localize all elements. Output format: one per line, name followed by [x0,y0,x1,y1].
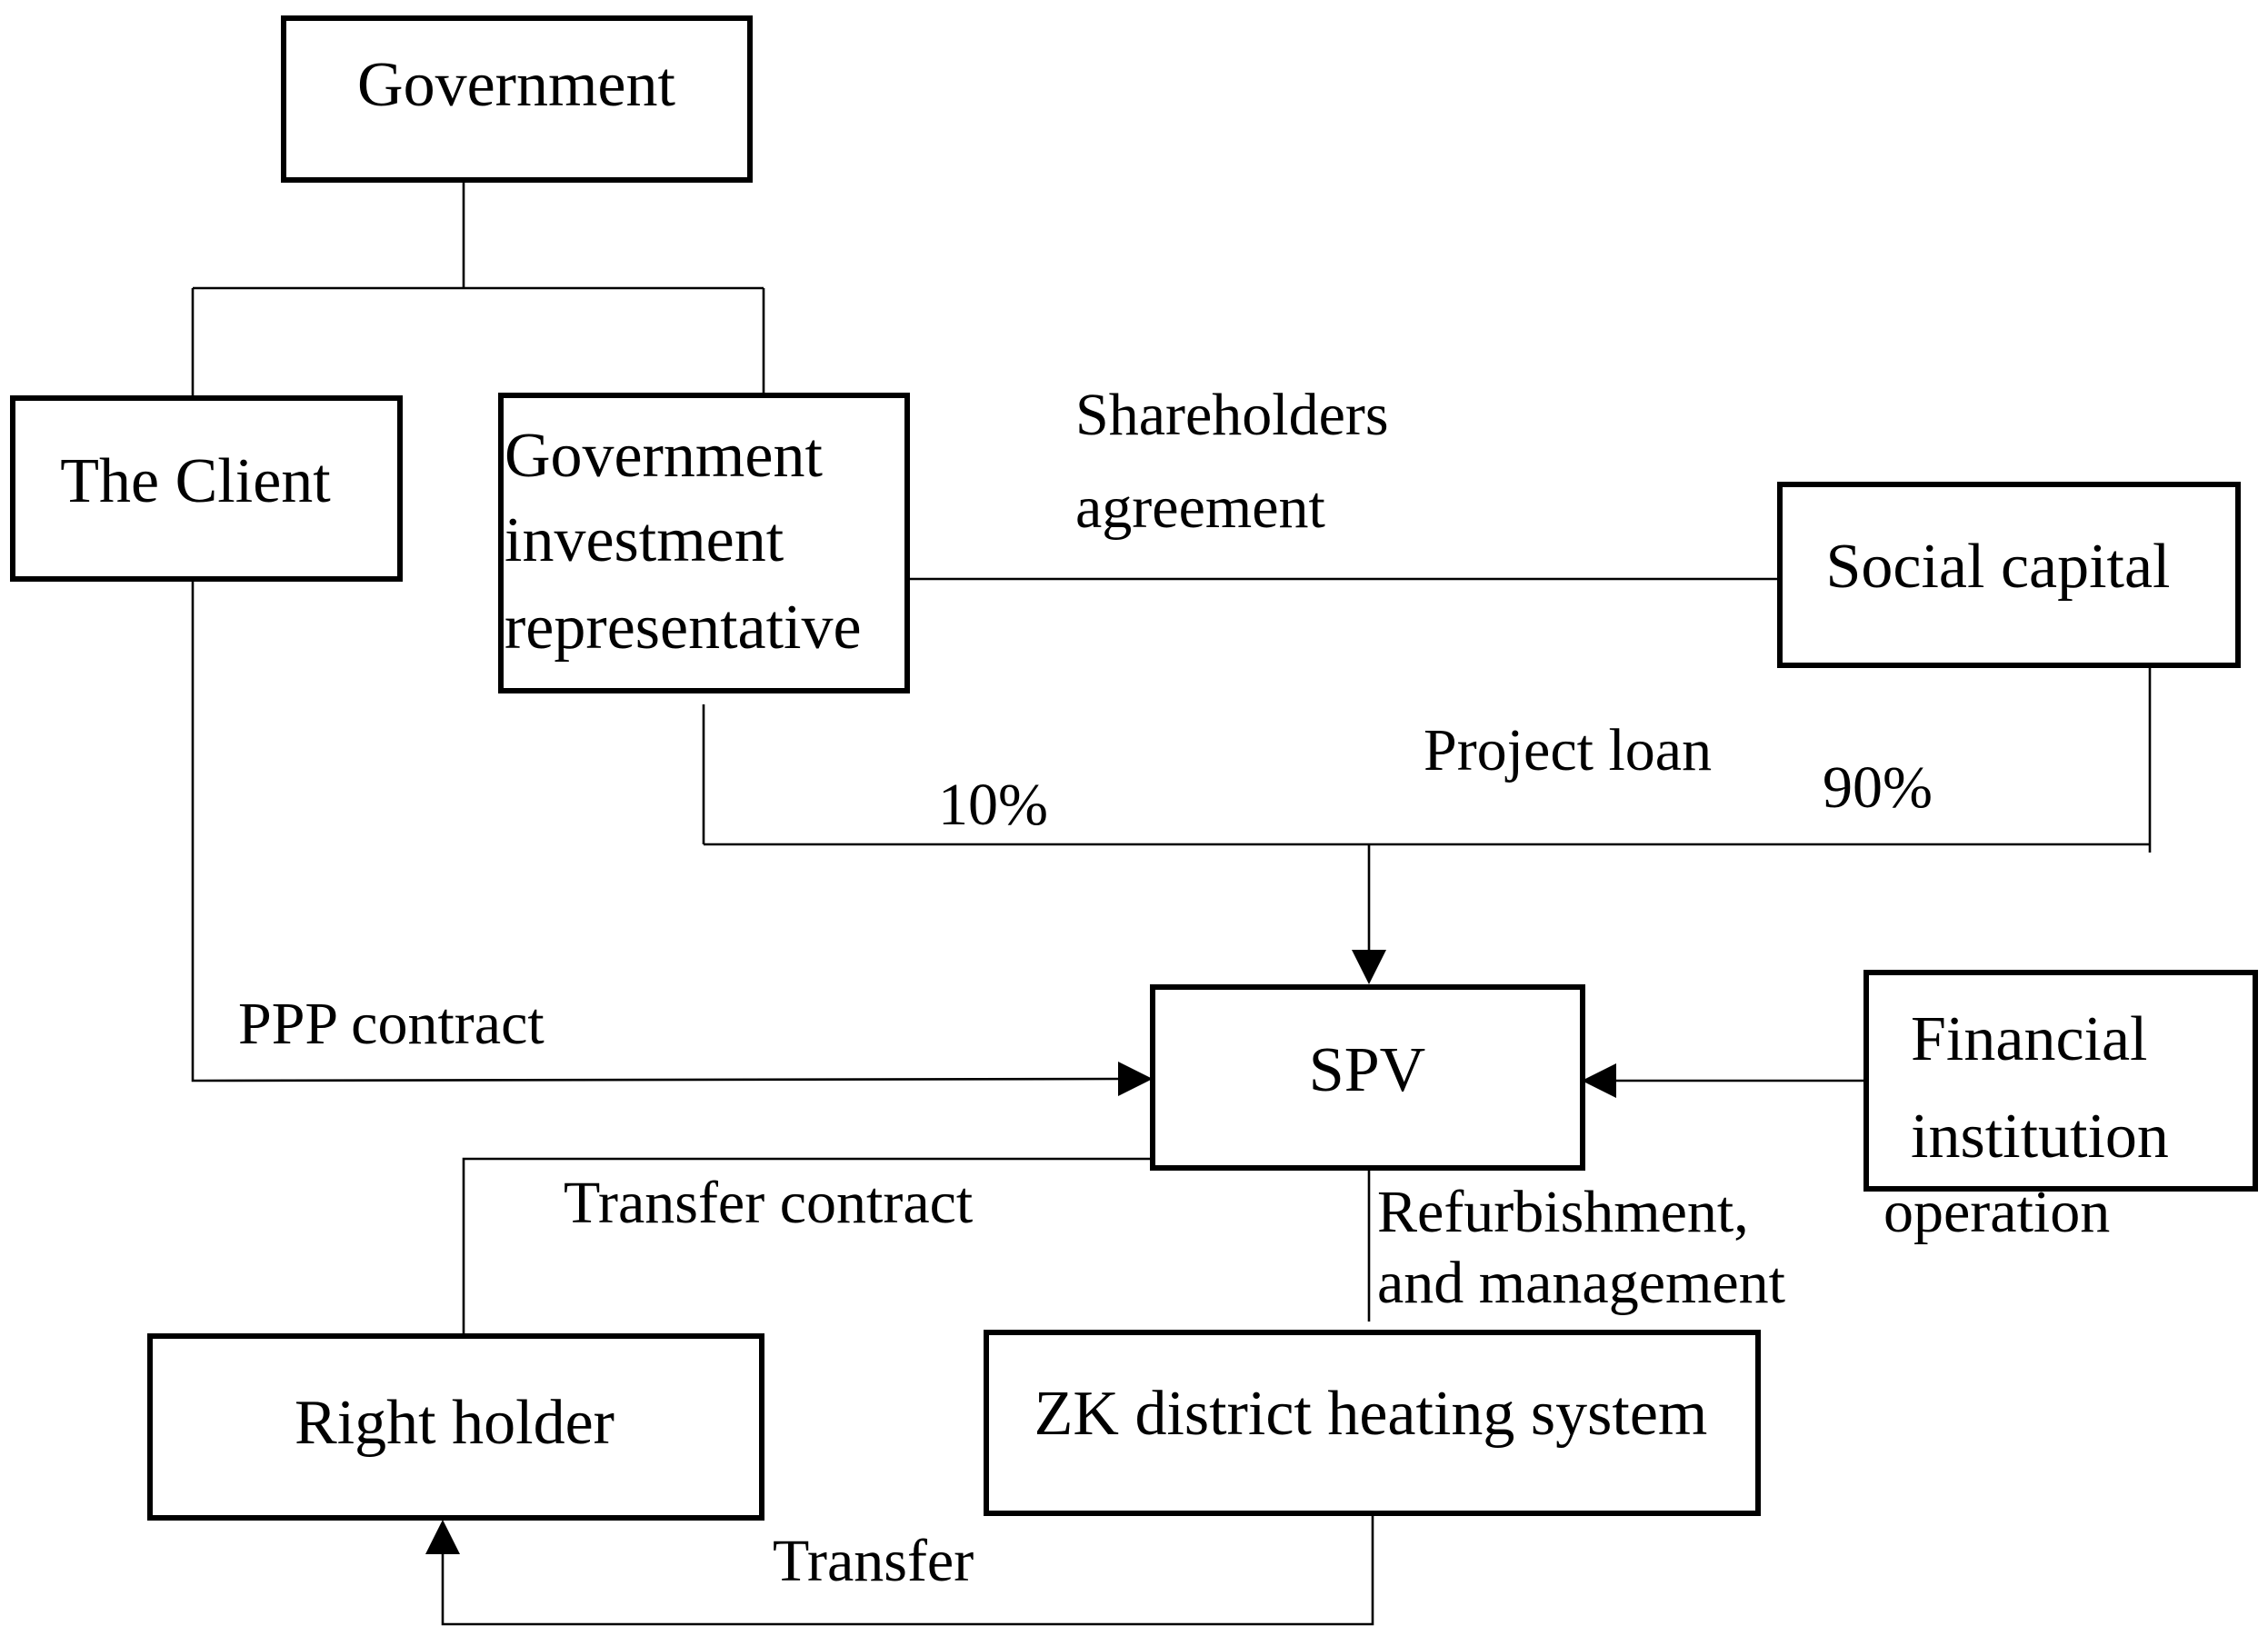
node-government: Government [281,15,753,183]
node-financial-institution-line2: institution [1911,1102,2169,1172]
node-government-investment-representative-line2: investment [505,505,784,575]
label-and-management: and management [1377,1250,1785,1316]
node-right-holder: Right holder [147,1333,764,1521]
label-10-percent: 10% [938,772,1048,838]
node-right-holder-label: Right holder [295,1388,614,1458]
connector-government-branch [191,182,765,397]
label-transfer-contract: Transfer contract [564,1170,973,1236]
node-zk-district-heating-system: ZK district heating system [984,1330,1761,1516]
label-ppp-contract: PPP contract [238,991,545,1057]
node-government-investment-representative-line1: Government [505,421,823,491]
connector-transfer [441,1516,1374,1626]
label-shareholders: Shareholders [1075,382,1389,448]
node-zk-district-heating-system-label: ZK district heating system [1034,1379,1708,1449]
node-financial-institution-line1: Financial [1911,1004,2147,1074]
node-social-capital: Social capital [1777,482,2241,668]
label-operation: operation [1883,1179,2110,1245]
node-financial-institution: Financial institution [1863,970,2258,1192]
connector-ppp-contract [191,579,1119,1082]
label-90-percent: 90% [1823,754,1933,821]
node-government-investment-representative: Government investment representative [498,393,910,693]
node-spv-label: SPV [1309,1035,1425,1105]
label-agreement: agreement [1075,474,1325,541]
node-government-label: Government [357,50,675,120]
node-government-investment-representative-line3: representative [505,593,862,663]
arrowhead-ppp-contract [1118,1062,1153,1096]
connector-transfer-contract [462,1157,1153,1333]
arrowhead-transfer [425,1520,460,1554]
arrowhead-operation [1582,1063,1616,1098]
node-the-client: The Client [10,395,403,582]
label-refurbishment: Refurbishment, [1377,1179,1749,1245]
label-project-loan: Project loan [1424,717,1712,783]
arrowhead-project-loan [1352,950,1386,984]
node-spv: SPV [1150,984,1585,1171]
connector-project-loan [702,668,2152,950]
node-the-client-label: The Client [60,446,331,516]
node-social-capital-label: Social capital [1825,532,2170,602]
label-transfer: Transfer [773,1528,974,1594]
